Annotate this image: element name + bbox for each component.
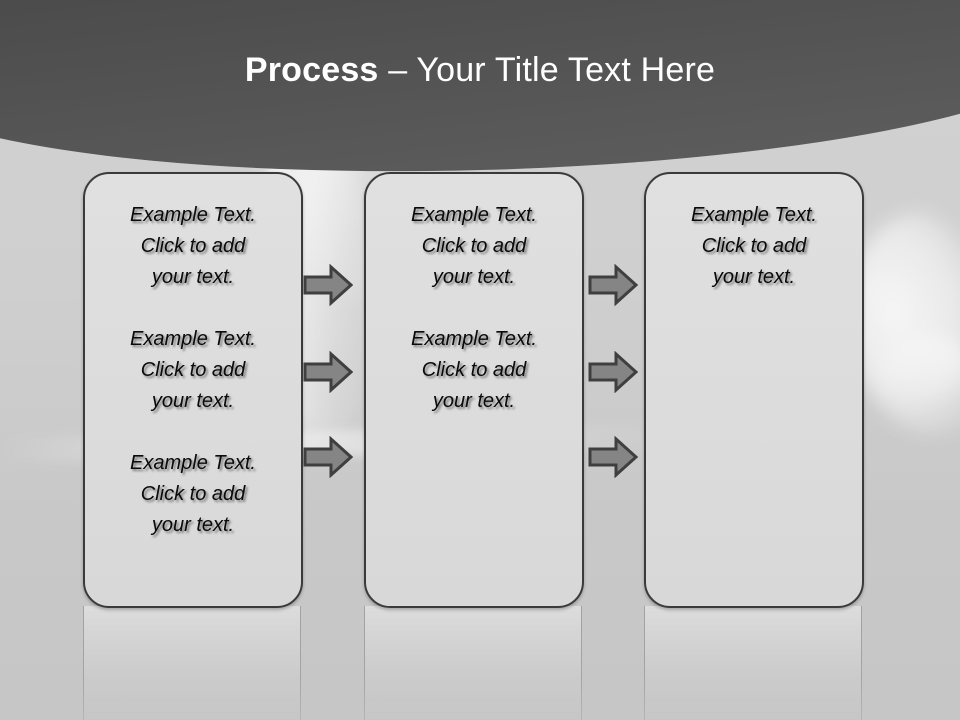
text-block[interactable]: Example Text. Click to add your text.: [691, 204, 817, 288]
text-block[interactable]: Example Text. Click to add your text.: [130, 328, 256, 412]
right-block-arrow-icon[interactable]: [303, 436, 353, 478]
title-rest-part: – Your Title Text Here: [378, 51, 716, 89]
box-2-reflection: [364, 606, 582, 720]
text-block[interactable]: Example Text. Click to add your text.: [130, 204, 256, 288]
right-block-arrow-icon[interactable]: [588, 436, 638, 478]
process-box-2-content: Example Text. Click to add your text. Ex…: [375, 200, 573, 417]
right-block-arrow-icon[interactable]: [303, 351, 353, 393]
process-box-3[interactable]: Example Text. Click to add your text.: [644, 172, 864, 608]
box-1-reflection: [83, 606, 301, 720]
text-block[interactable]: Example Text. Click to add your text.: [411, 204, 537, 288]
title-bold-part: Process: [244, 51, 379, 89]
process-box-2[interactable]: Example Text. Click to add your text. Ex…: [364, 172, 584, 608]
text-block[interactable]: Example Text. Click to add your text.: [411, 328, 537, 412]
process-box-1-content: Example Text. Click to add your text. Ex…: [94, 200, 292, 541]
slide-title: Process – Your Title Text Here: [0, 50, 960, 90]
right-block-arrow-icon[interactable]: [303, 264, 353, 306]
process-box-1[interactable]: Example Text. Click to add your text. Ex…: [83, 172, 303, 608]
right-block-arrow-icon[interactable]: [588, 351, 638, 393]
process-box-3-content: Example Text. Click to add your text.: [655, 200, 853, 293]
box-3-reflection: [644, 606, 862, 720]
right-block-arrow-icon[interactable]: [588, 264, 638, 306]
text-block[interactable]: Example Text. Click to add your text.: [130, 452, 256, 536]
